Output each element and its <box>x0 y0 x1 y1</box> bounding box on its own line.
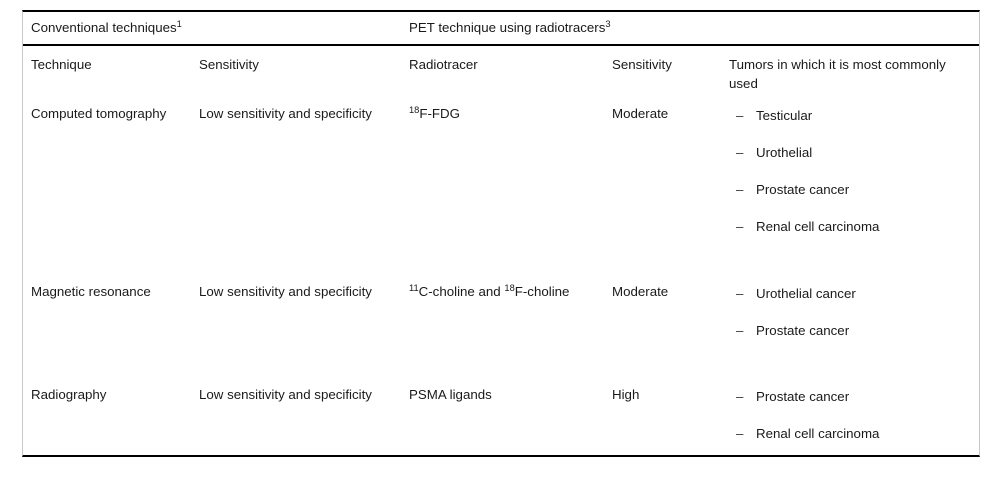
cell-pet-sensitivity: Moderate <box>612 284 669 299</box>
group-header-pet-footnote: 3 <box>605 19 611 30</box>
dash-bullet-icon: – <box>736 426 744 441</box>
tumor-label: Prostate cancer <box>756 389 850 404</box>
column-header-row: Technique Sensitivity Radiotracer Sensit… <box>23 45 979 96</box>
tumor-label: Urothelial cancer <box>756 286 856 301</box>
tumor-label: Prostate cancer <box>756 323 850 338</box>
list-item: –Urothelial cancer <box>729 284 969 303</box>
column-header-conventional-sensitivity: Sensitivity <box>199 57 259 72</box>
tumor-label: Renal cell carcinoma <box>756 219 880 234</box>
comparison-table: Conventional techniques1 PET technique u… <box>23 12 980 481</box>
table-row: Computed tomography Low sensitivity and … <box>23 96 979 274</box>
tumor-list: –Testicular –Urothelial –Prostate cancer… <box>729 106 969 236</box>
column-header-tumors: Tumors in which it is most commonly used <box>729 57 946 91</box>
cell-radiotracer: PSMA ligands <box>409 387 492 402</box>
tumor-label: Testicular <box>756 108 813 123</box>
comparison-table-container: Conventional techniques1 PET technique u… <box>22 10 980 457</box>
list-item: –Renal cell carcinoma <box>729 424 969 443</box>
cell-radiotracer: 11C-choline and 18F-choline <box>401 274 604 377</box>
group-header-pet: PET technique using radiotracers3 <box>401 12 980 46</box>
radiotracer-name: C-choline and <box>418 284 505 299</box>
list-item: –Urothelial <box>729 143 969 162</box>
cell-conventional-sensitivity: Low sensitivity and specificity <box>199 284 372 299</box>
column-header-radiotracer: Radiotracer <box>409 57 478 72</box>
list-item: –Testicular <box>729 106 969 125</box>
cell-conventional-sensitivity: Low sensitivity and specificity <box>199 106 372 121</box>
list-item: –Prostate cancer <box>729 321 969 340</box>
cell-conventional-sensitivity: Low sensitivity and specificity <box>199 387 372 402</box>
dash-bullet-icon: – <box>736 182 744 197</box>
table-row: Radiography Low sensitivity and specific… <box>23 377 979 481</box>
list-item: –Renal cell carcinoma <box>729 217 969 236</box>
cell-pet-sensitivity: High <box>612 387 640 402</box>
dash-bullet-icon: – <box>736 323 744 338</box>
tumor-list: –Urothelial cancer –Prostate cancer <box>729 284 969 340</box>
cell-technique: Computed tomography <box>31 106 167 121</box>
group-header-conventional-label: Conventional techniques <box>31 20 177 35</box>
cell-technique: Radiography <box>31 387 107 402</box>
group-header-conventional-footnote: 1 <box>176 19 182 30</box>
column-header-pet-sensitivity: Sensitivity <box>612 57 672 72</box>
cell-tumors: –Testicular –Urothelial –Prostate cancer… <box>721 96 979 274</box>
table-row: Magnetic resonance Low sensitivity and s… <box>23 274 979 377</box>
tumor-list: –Prostate cancer –Renal cell carcinoma <box>729 387 969 443</box>
radiotracer-mass-number: 11 <box>409 283 419 294</box>
dash-bullet-icon: – <box>736 219 744 234</box>
cell-tumors: –Prostate cancer –Renal cell carcinoma <box>721 377 979 481</box>
radiotracer-mass-number: 18 <box>409 105 420 116</box>
radiotracer-name-2: F-choline <box>514 284 570 299</box>
cell-tumors: –Urothelial cancer –Prostate cancer <box>721 274 979 377</box>
dash-bullet-icon: – <box>736 389 744 404</box>
group-header-row: Conventional techniques1 PET technique u… <box>23 12 980 46</box>
group-header-conventional: Conventional techniques1 <box>23 12 401 46</box>
dash-bullet-icon: – <box>736 108 744 123</box>
tumor-label: Prostate cancer <box>756 182 850 197</box>
dash-bullet-icon: – <box>736 286 744 301</box>
group-header-pet-label: PET technique using radiotracers <box>409 20 606 35</box>
list-item: –Prostate cancer <box>729 180 969 199</box>
tumor-label: Renal cell carcinoma <box>756 426 880 441</box>
radiotracer-mass-number-2: 18 <box>504 283 515 294</box>
list-item: –Prostate cancer <box>729 387 969 406</box>
cell-pet-sensitivity: Moderate <box>612 106 669 121</box>
cell-technique: Magnetic resonance <box>31 284 151 299</box>
tumor-label: Urothelial <box>756 145 813 160</box>
radiotracer-name: F-FDG <box>419 106 460 121</box>
cell-radiotracer: 18F-FDG <box>401 96 604 274</box>
dash-bullet-icon: – <box>736 145 744 160</box>
column-header-technique: Technique <box>31 57 92 72</box>
